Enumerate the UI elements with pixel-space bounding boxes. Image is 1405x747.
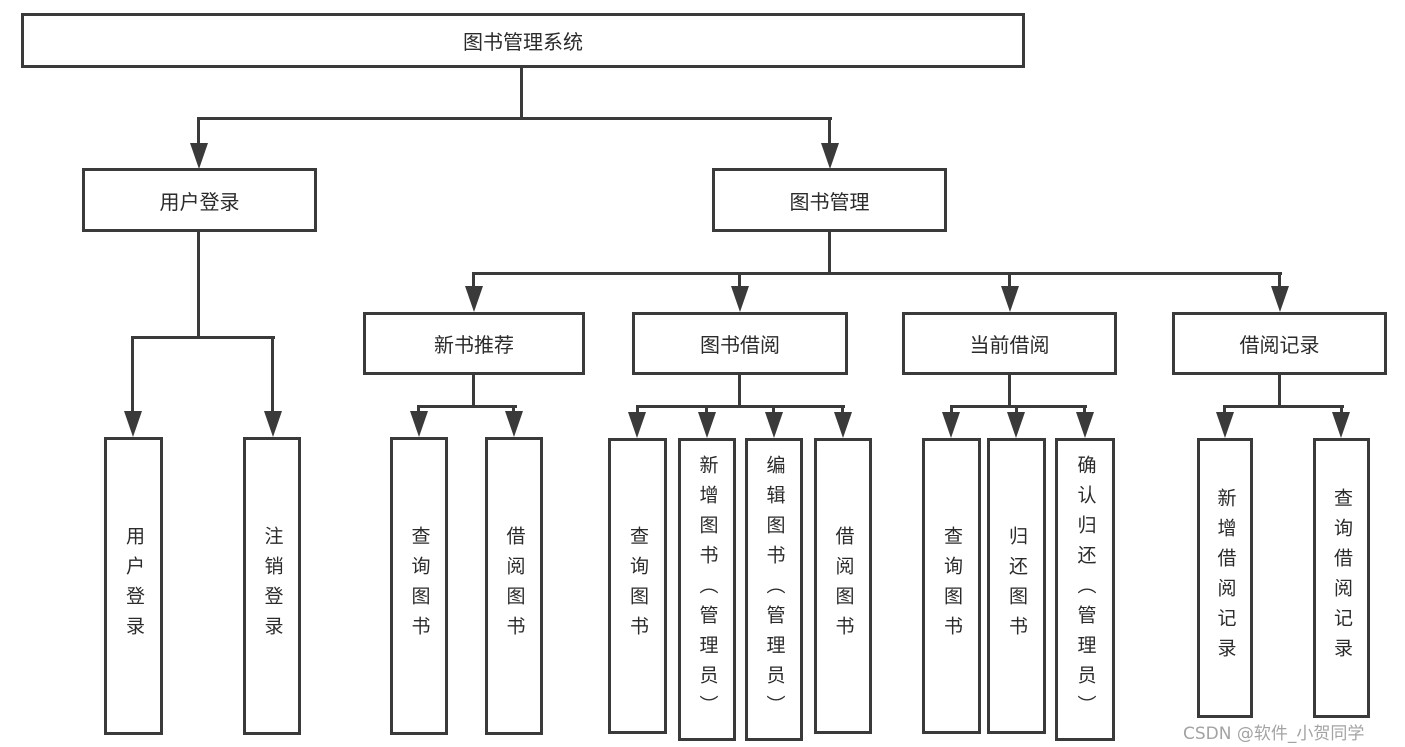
- arrowhead-down-icon: [1001, 286, 1019, 312]
- node-user-login: 用户登录: [82, 168, 317, 232]
- node-current-borrow-label: 当前借阅: [969, 333, 1050, 357]
- arrowhead-down-icon: [821, 143, 839, 169]
- leaf-search-current-borrow: 查询图书: [922, 438, 981, 734]
- leaf-return-book: 归还图书: [987, 438, 1046, 734]
- connector-user-login-drop: [197, 117, 200, 144]
- connector-level2-bar: [198, 117, 832, 120]
- connector-leaf-drop: [1340, 405, 1343, 415]
- connector-leaf-drop: [705, 405, 708, 415]
- connector-book-borrow-bar: [636, 405, 845, 408]
- leaf-search-borrow-record-label: 查询借阅记录: [1330, 488, 1353, 668]
- arrowhead-down-icon: [264, 411, 282, 437]
- arrowhead-down-icon: [1216, 412, 1234, 438]
- leaf-user-login: 用户登录: [104, 437, 163, 735]
- leaf-search-borrow-record: 查询借阅记录: [1313, 438, 1370, 718]
- node-new-book-recommend: 新书推荐: [363, 312, 585, 375]
- node-current-borrow: 当前借阅: [902, 312, 1117, 375]
- node-book-borrow-label: 图书借阅: [700, 333, 780, 357]
- arrowhead-down-icon: [465, 286, 483, 312]
- leaf-borrow-book-recommend-label: 借阅图书: [503, 526, 526, 646]
- leaf-borrow-book-label: 借阅图书: [832, 526, 855, 646]
- node-book-management-label: 图书管理: [789, 189, 870, 214]
- leaf-search-book-recommend-label: 查询图书: [408, 526, 431, 646]
- node-borrow-record: 借阅记录: [1172, 312, 1387, 375]
- node-book-borrow: 图书借阅: [632, 312, 848, 375]
- connector-new-book-down: [472, 375, 475, 407]
- connector-leaf-drop: [271, 336, 274, 414]
- connector-book-mgmt-down: [828, 232, 831, 274]
- connector-user-login-down: [197, 232, 200, 338]
- arrowhead-down-icon: [765, 412, 783, 438]
- leaf-return-book-label: 归还图书: [1005, 526, 1028, 646]
- arrowhead-down-icon: [628, 412, 646, 438]
- arrowhead-down-icon: [190, 143, 208, 169]
- connector-leaf-drop: [772, 405, 775, 415]
- leaf-user-login-label: 用户登录: [122, 526, 145, 646]
- connector-leaf-drop: [950, 405, 953, 415]
- connector-borrow-record-down: [1278, 375, 1281, 407]
- leaf-logout: 注销登录: [243, 437, 301, 735]
- node-root: 图书管理系统: [21, 13, 1025, 68]
- node-borrow-record-label: 借阅记录: [1239, 333, 1320, 357]
- leaf-add-borrow-record: 新增借阅记录: [1197, 438, 1253, 718]
- leaf-add-book-admin: 新增图书（管理员）: [678, 438, 736, 741]
- connector-level3-drop: [472, 272, 475, 288]
- connector-current-borrow-bar: [950, 405, 1087, 408]
- connector-leaf-drop: [841, 405, 844, 415]
- connector-leaf-drop: [417, 405, 420, 414]
- connector-root-drop: [520, 68, 523, 117]
- leaf-add-borrow-record-label: 新增借阅记录: [1214, 488, 1237, 668]
- leaf-edit-book-admin-label: 编辑图书（管理员）: [763, 454, 786, 725]
- leaf-confirm-return-admin: 确认归还（管理员）: [1055, 438, 1115, 741]
- connector-borrow-record-bar: [1223, 405, 1344, 408]
- leaf-search-book-borrow: 查询图书: [608, 438, 667, 734]
- connector-level3-drop: [738, 272, 741, 288]
- connector-book-borrow-down: [738, 375, 741, 407]
- node-root-label: 图书管理系统: [463, 30, 583, 54]
- leaf-borrow-book: 借阅图书: [814, 438, 872, 734]
- arrowhead-down-icon: [124, 411, 142, 437]
- arrowhead-down-icon: [1332, 412, 1350, 438]
- arrowhead-down-icon: [698, 412, 716, 438]
- leaf-search-book-recommend: 查询图书: [390, 437, 448, 735]
- arrowhead-down-icon: [942, 412, 960, 438]
- arrowhead-down-icon: [410, 411, 428, 437]
- arrowhead-down-icon: [731, 286, 749, 312]
- leaf-search-book-borrow-label: 查询图书: [626, 526, 649, 646]
- node-new-book-recommend-label: 新书推荐: [434, 333, 514, 357]
- leaf-confirm-return-admin-label: 确认归还（管理员）: [1074, 454, 1097, 725]
- leaf-search-current-borrow-label: 查询图书: [940, 526, 963, 646]
- connector-leaf-drop: [512, 405, 515, 414]
- connector-leaf-drop: [1223, 405, 1226, 415]
- arrowhead-down-icon: [1007, 412, 1025, 438]
- arrowhead-down-icon: [505, 411, 523, 437]
- watermark-text: CSDN @软件_小贺同学: [1183, 724, 1365, 744]
- connector-book-mgmt-drop: [828, 117, 831, 144]
- leaf-logout-label: 注销登录: [261, 526, 284, 646]
- connector-level3-drop: [1278, 272, 1281, 288]
- node-user-login-label: 用户登录: [159, 189, 240, 214]
- leaf-edit-book-admin: 编辑图书（管理员）: [745, 438, 803, 741]
- connector-user-login-bar: [131, 336, 275, 339]
- arrowhead-down-icon: [1076, 412, 1094, 438]
- connector-leaf-drop: [131, 336, 134, 414]
- connector-leaf-drop: [1015, 405, 1018, 415]
- leaf-borrow-book-recommend: 借阅图书: [485, 437, 543, 735]
- connector-level3-bar: [472, 272, 1282, 275]
- arrowhead-down-icon: [1271, 286, 1289, 312]
- connector-leaf-drop: [1083, 405, 1086, 415]
- connector-level3-drop: [1008, 272, 1011, 288]
- connector-current-borrow-down: [1008, 375, 1011, 407]
- node-book-management: 图书管理: [712, 168, 947, 232]
- connector-new-book-bar: [417, 405, 517, 408]
- arrowhead-down-icon: [834, 412, 852, 438]
- leaf-add-book-admin-label: 新增图书（管理员）: [696, 454, 719, 725]
- connector-leaf-drop: [636, 405, 639, 415]
